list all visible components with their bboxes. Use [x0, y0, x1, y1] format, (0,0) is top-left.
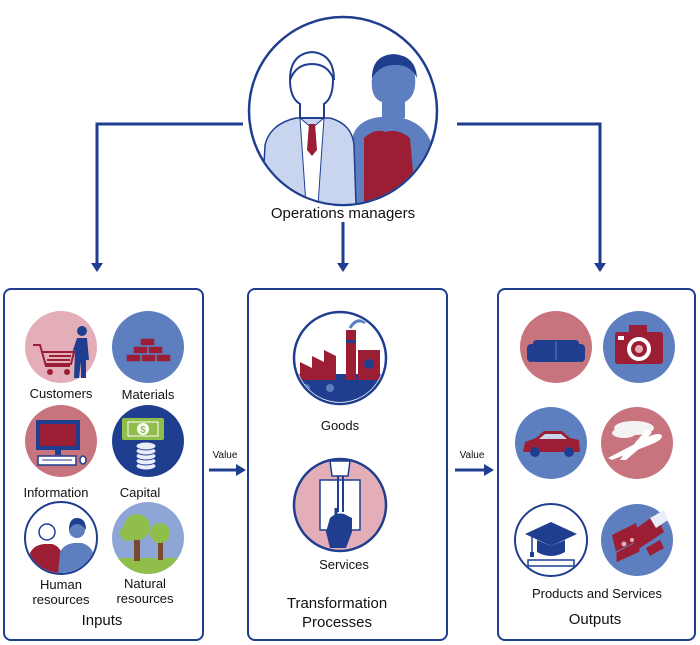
capital-label: Capital — [119, 485, 161, 500]
goods-label: Goods — [320, 418, 360, 433]
outputs-title: Outputs — [568, 611, 622, 628]
cheese-icon — [601, 504, 673, 576]
materials-icon — [112, 311, 184, 383]
camera-icon — [603, 311, 675, 383]
goods-factory-icon — [292, 310, 388, 406]
operations-managers-illustration — [247, 15, 439, 207]
woman-head — [371, 56, 416, 118]
top-connectors — [95, 122, 602, 265]
value-label-left: Value — [212, 450, 238, 461]
value-arrow-left — [209, 464, 246, 476]
value-arrow-right — [455, 464, 494, 476]
materials-label: Materials — [121, 387, 175, 402]
graduation-cap-icon — [514, 503, 588, 577]
customers-label: Customers — [29, 386, 93, 401]
svg-text:$: $ — [140, 425, 146, 436]
services-label: Services — [319, 557, 369, 572]
sofa-icon — [520, 311, 592, 383]
human-resources-label: Human resources — [32, 577, 90, 607]
operations-managers-label: Operations managers — [270, 205, 416, 222]
car-icon — [515, 407, 587, 479]
information-label: Information — [23, 485, 89, 500]
products-services-caption: Products and Services — [531, 586, 663, 601]
customers-icon — [25, 311, 97, 383]
transformation-title: Transformation Processes — [286, 595, 388, 631]
inputs-title: Inputs — [81, 612, 123, 629]
capital-icon: $ — [112, 405, 184, 477]
value-label-right: Value — [459, 450, 485, 461]
arrowheads-down — [91, 263, 606, 272]
information-icon — [25, 405, 97, 477]
airplane-icon — [601, 407, 673, 479]
human-resources-icon — [24, 501, 98, 575]
natural-resources-label: Natural resources — [116, 576, 174, 606]
services-handshake-icon — [292, 457, 388, 553]
